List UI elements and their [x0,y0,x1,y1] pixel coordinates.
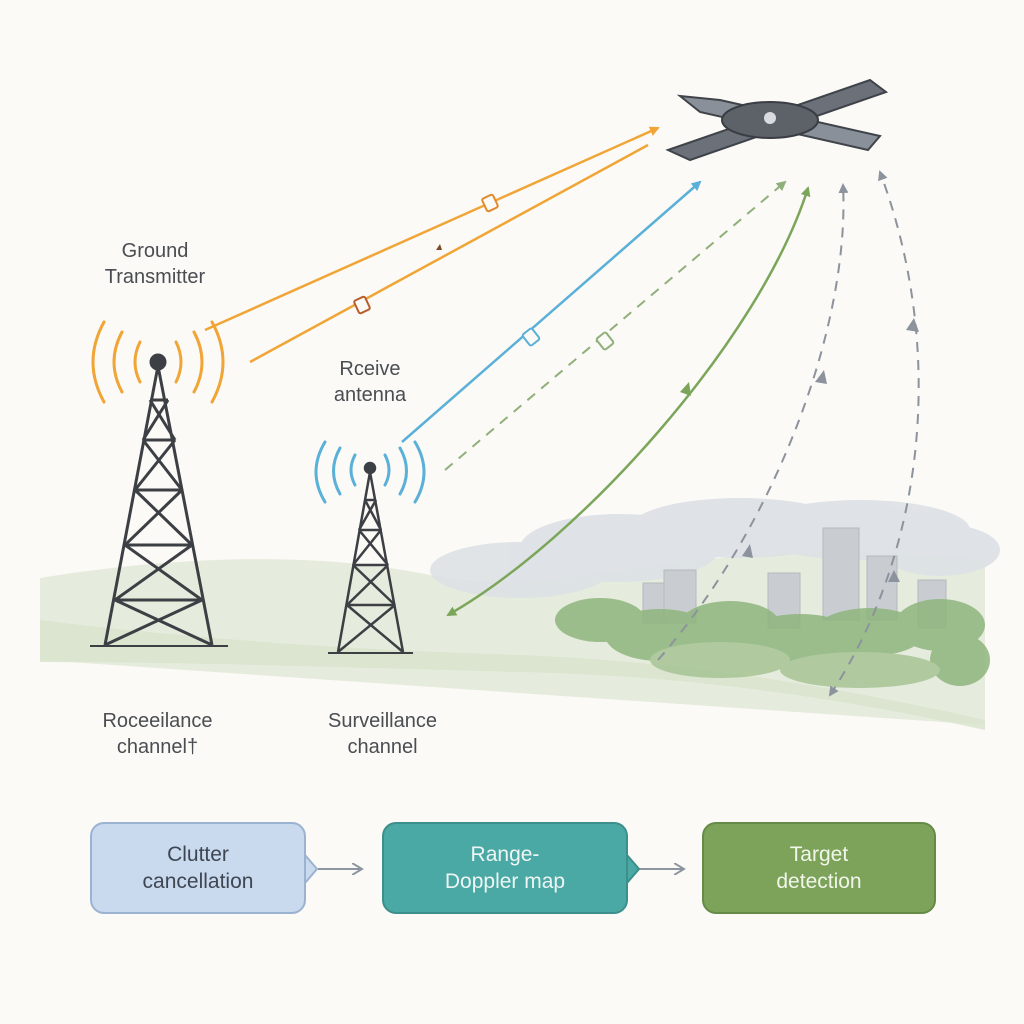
flow-connectors [304,854,684,884]
transmit-path-lower [249,143,649,364]
multipath-arrow-mid-4 [888,570,900,582]
multipath-right [828,170,920,697]
signal-paths [204,126,920,697]
packet-blue [521,327,541,347]
ground-band [40,620,985,730]
transmitter-waves [91,320,225,404]
echo-path-dashed [444,180,787,471]
multipath-arrow-mid-1 [742,544,753,558]
surveillance-channel-label: Surveillance channel [328,710,437,758]
flow-step-target-detection: Target detection [702,822,936,914]
transmit-path-upper [204,126,660,332]
packet-orange-2 [353,295,371,315]
signal-packets [353,193,615,351]
receive-tower [328,461,413,654]
ground-transmitter-label: Ground Transmitter [104,240,206,288]
left-channel-label: Roceeilance channel† [102,710,213,758]
flow-step-clutter-cancellation: Clutter cancellation [90,822,306,914]
packet-orange-3 [436,244,442,250]
packet-sage [595,331,615,351]
packet-orange-1 [481,193,499,213]
transmitter-tower [90,353,228,647]
flow-step-range-doppler-map: Range- Doppler map [382,822,628,914]
receive-antenna-label: Rceive antenna [333,358,407,406]
multipath-left [657,183,849,661]
aircraft [665,78,889,162]
multipath-arrow-mid-3 [906,318,919,332]
receive-waves [314,440,426,504]
reflected-echo-path [446,186,811,617]
echo-arrow-mid [680,382,691,396]
multipath-arrow-mid-2 [815,370,827,384]
